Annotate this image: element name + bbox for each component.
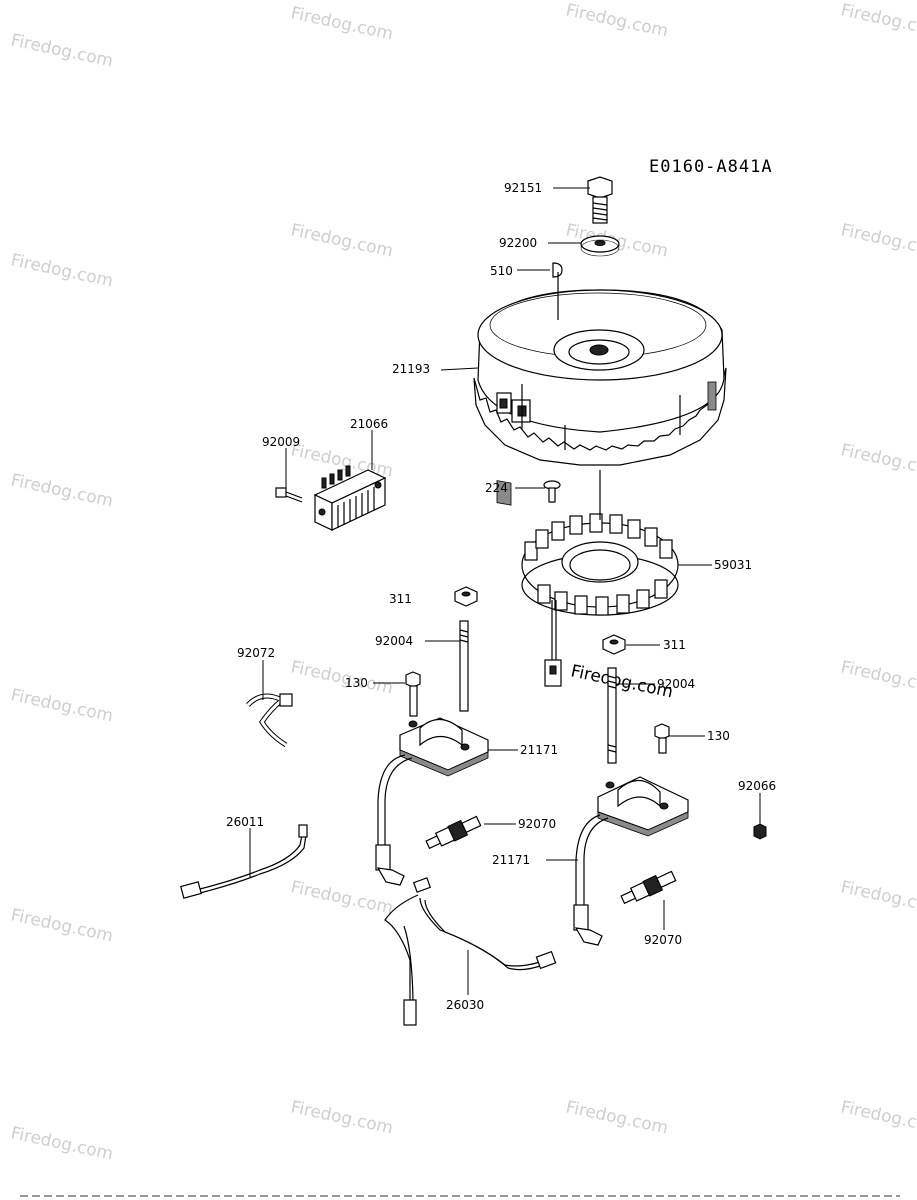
stator-screw-drawing — [543, 480, 561, 503]
watermark: Firedog.com — [289, 220, 395, 261]
washer-drawing — [580, 235, 620, 257]
part-label-59031: 59031 — [714, 558, 752, 572]
wire-clamp-drawing — [246, 693, 293, 748]
part-label-92004-left: 92004 — [375, 634, 413, 648]
watermark: Firedog.com — [289, 1097, 395, 1138]
ignition-coil-left-drawing — [375, 717, 489, 886]
leader-lines — [249, 187, 761, 995]
spark-plug-left-drawing — [425, 815, 482, 850]
part-label-130-left: 130 — [345, 676, 368, 690]
watermark: Firedog.com — [839, 1097, 917, 1138]
stud-right-drawing — [607, 667, 617, 764]
flywheel-key-drawing — [552, 262, 563, 278]
watermark: Firedog.com — [839, 657, 917, 698]
watermark: Firedog.com — [9, 470, 115, 511]
watermark: Firedog.com — [9, 685, 115, 726]
part-label-92151: 92151 — [504, 181, 542, 195]
watermarks: Firedog.com Firedog.com Firedog.com Fire… — [9, 0, 917, 1164]
spark-plug-right-drawing — [620, 870, 677, 905]
watermark: Firedog.com — [9, 905, 115, 946]
watermark: Firedog.com — [289, 657, 395, 698]
regulator-drawing — [275, 465, 387, 531]
diagram-code: E0160-A841A — [649, 157, 773, 177]
watermark: Firedog.com — [289, 3, 395, 44]
watermark: Firedog.com — [9, 30, 115, 71]
part-label-311-right: 311 — [663, 638, 686, 652]
part-label-130-right: 130 — [707, 729, 730, 743]
watermark: Firedog.com — [839, 440, 917, 481]
part-label-92009: 92009 — [262, 435, 300, 449]
part-label-21193: 21193 — [392, 362, 430, 376]
watermark: Firedog.com — [9, 1123, 115, 1164]
watermark: Firedog.com — [839, 0, 917, 41]
bolt-left-drawing — [405, 671, 421, 717]
flywheel-drawing — [473, 272, 727, 506]
part-label-92072: 92072 — [237, 646, 275, 660]
small-nut-drawing — [753, 823, 767, 840]
part-label-92070-right: 92070 — [644, 933, 682, 947]
bolt-right-drawing — [654, 723, 670, 754]
watermark: Firedog.com — [564, 1097, 670, 1138]
watermark: Firedog.com — [9, 250, 115, 291]
part-label-510: 510 — [490, 264, 513, 278]
part-label-26030: 26030 — [446, 998, 484, 1012]
part-label-26011: 26011 — [226, 815, 264, 829]
part-label-21066: 21066 — [350, 417, 388, 431]
part-label-21171-right: 21171 — [492, 853, 530, 867]
stator-drawing — [521, 470, 679, 687]
part-label-224: 224 — [485, 481, 508, 495]
lead-wire-26030-drawing — [384, 877, 557, 1026]
watermark: Firedog.com — [289, 877, 395, 918]
watermark: Firedog.com — [564, 0, 670, 41]
part-label-311-left: 311 — [389, 592, 412, 606]
part-label-21171-left: 21171 — [520, 743, 558, 757]
part-label-92004-right: 92004 — [657, 677, 695, 691]
watermark: Firedog.com — [839, 877, 917, 918]
watermark: Firedog.com — [839, 220, 917, 261]
part-label-92200: 92200 — [499, 236, 537, 250]
part-label-92066: 92066 — [738, 779, 776, 793]
nut-left-drawing — [454, 586, 478, 607]
part-labels: 92151 92200 510 21193 92009 21066 224 59… — [226, 181, 776, 1012]
nut-right-drawing — [602, 634, 626, 655]
flywheel-bolt-drawing — [587, 176, 613, 224]
part-label-92070-left: 92070 — [518, 817, 556, 831]
lead-wire-26011-drawing — [180, 824, 308, 899]
ignition-coil-right-drawing — [573, 776, 689, 946]
stud-left-drawing — [459, 620, 469, 712]
